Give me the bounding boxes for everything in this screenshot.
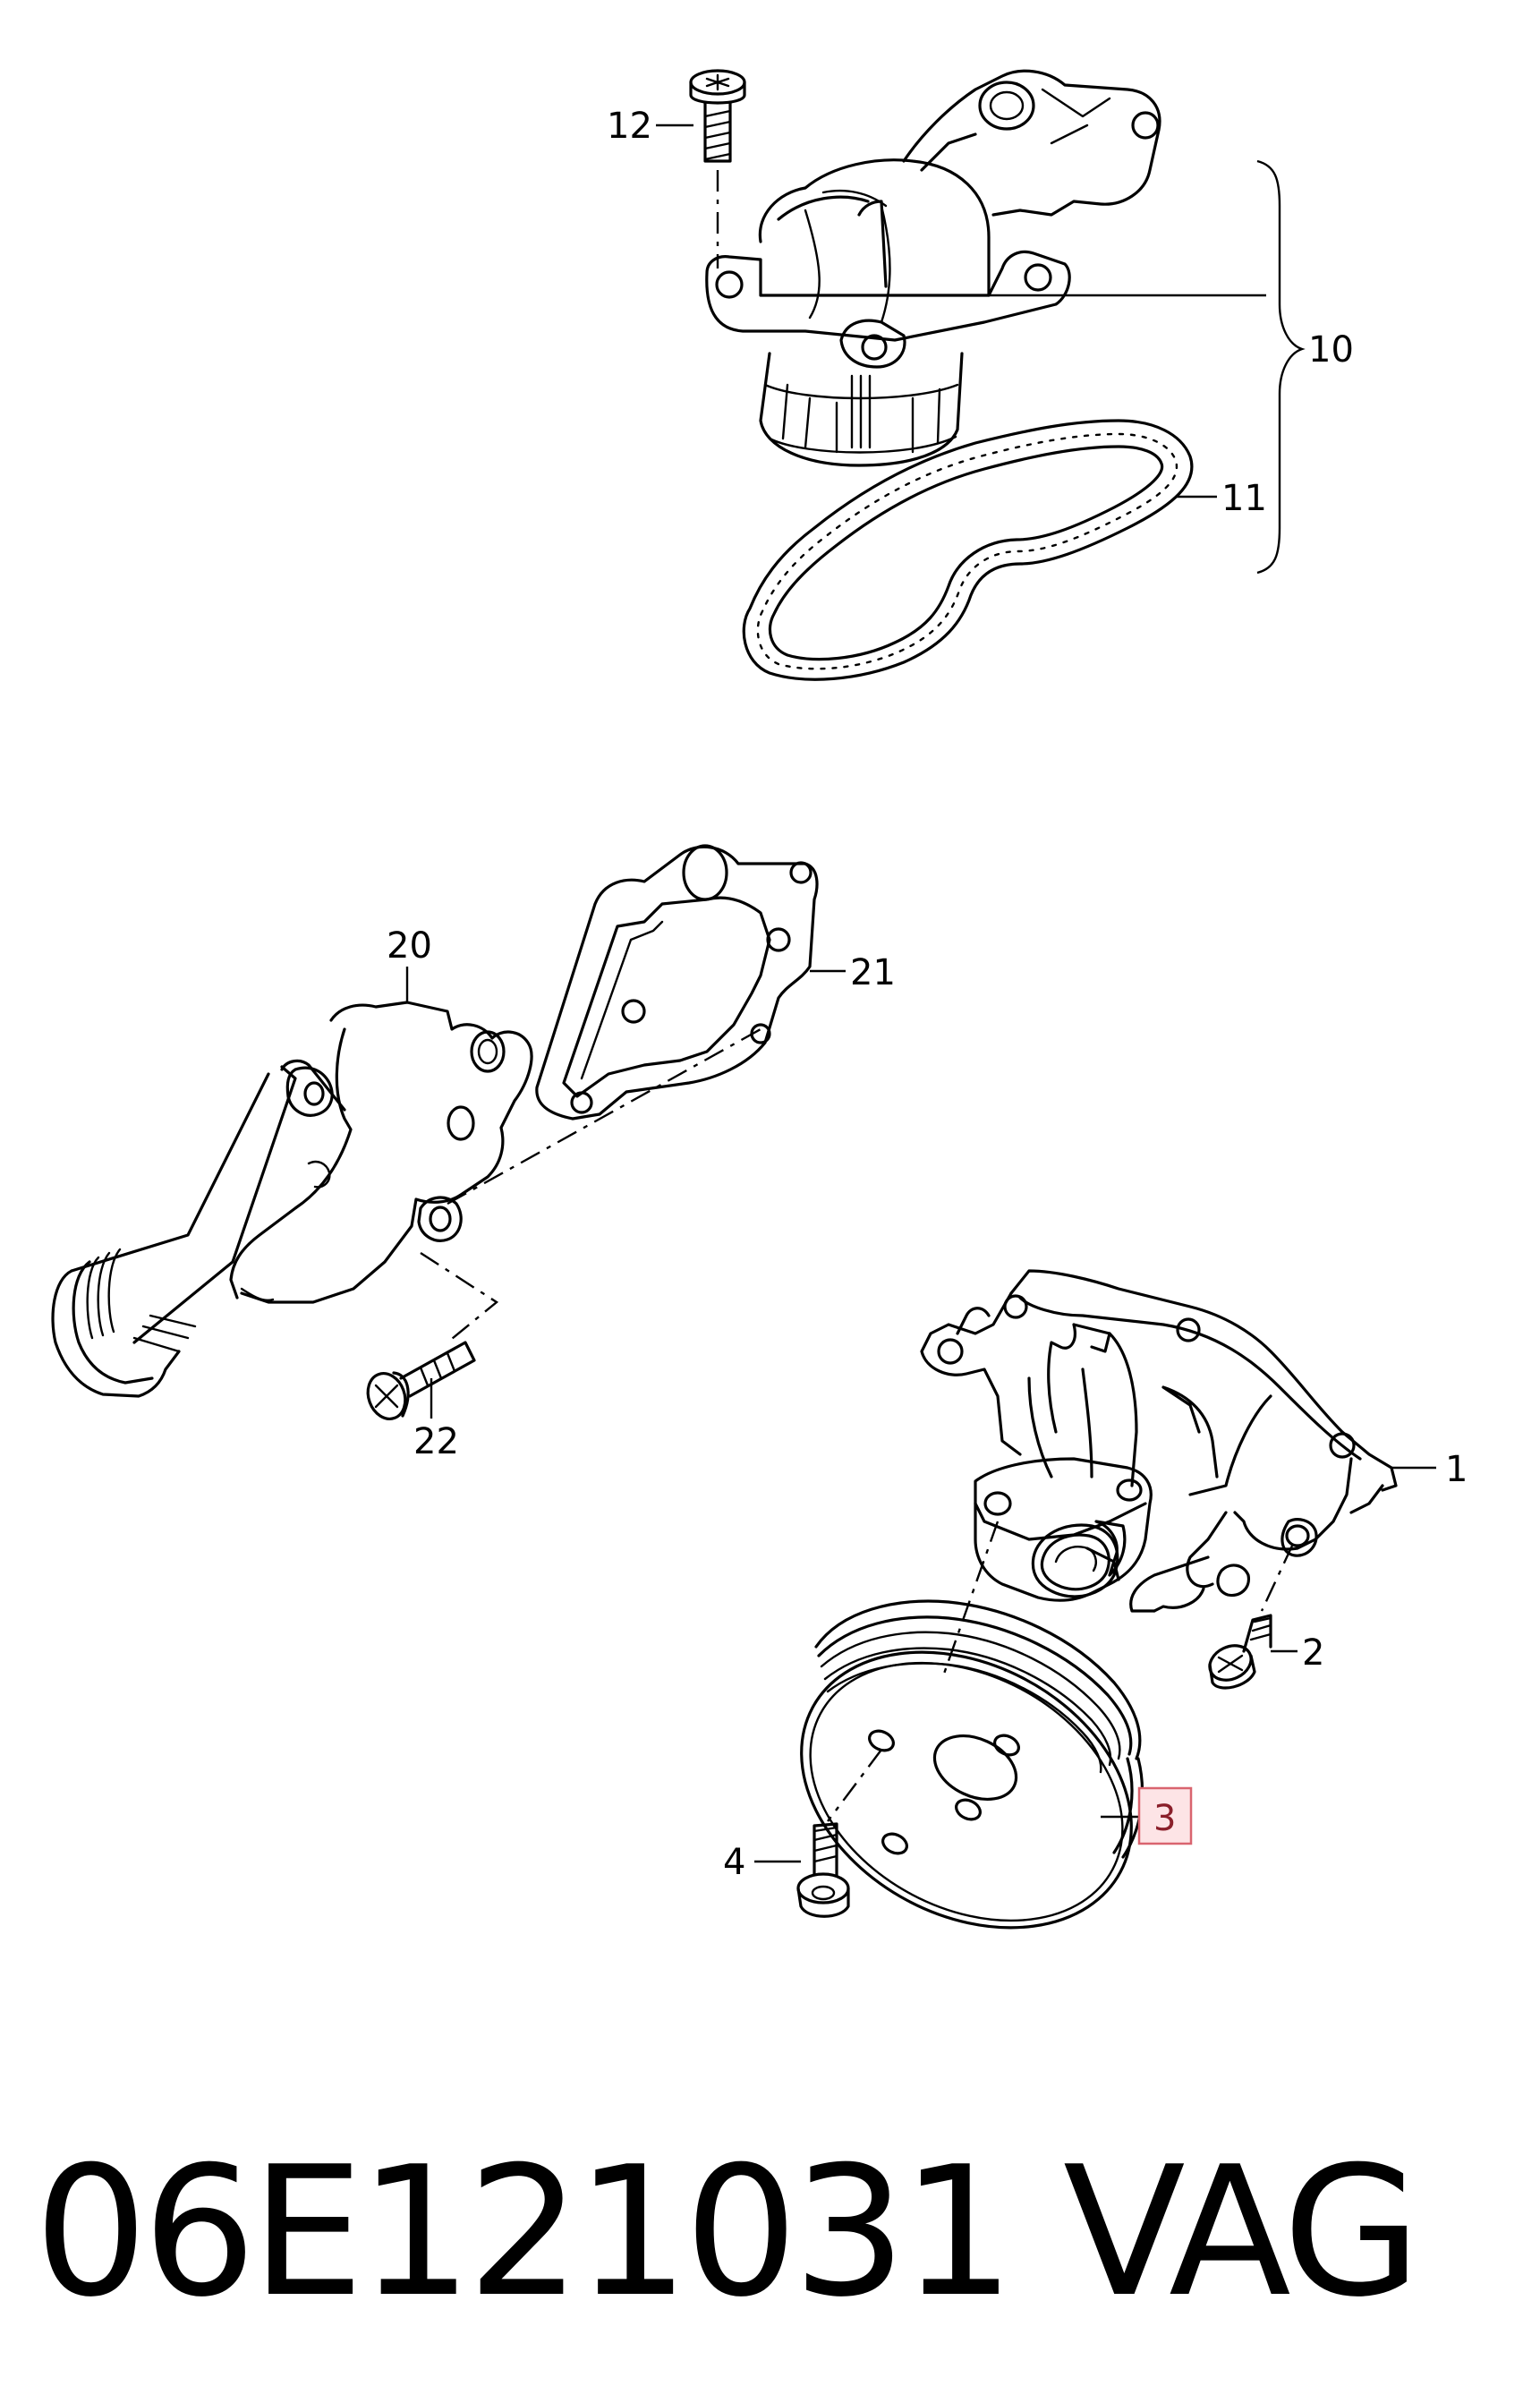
callout-4: 4: [723, 1842, 745, 1883]
assembly-axis-bolt-2: [1260, 1543, 1295, 1612]
bolt-12: [689, 69, 746, 268]
callout-2: 2: [1302, 1632, 1324, 1674]
callout-12: 12: [607, 106, 652, 147]
water-pump: [920, 1269, 1398, 1613]
footer: 06E121031 VAG: [34, 2103, 1519, 2363]
thermostat-seal: [742, 419, 1194, 681]
assembly-axis-screw: [420, 1251, 499, 1343]
assembly-axis-bolt-4: [827, 1749, 882, 1822]
coolant-pipe-connector: [51, 1001, 533, 1398]
callout-10: 10: [1308, 329, 1354, 371]
brand-name: VAG: [1063, 2128, 1421, 2337]
callout-11: 11: [1221, 478, 1267, 519]
callout-1: 1: [1445, 1449, 1468, 1490]
bracket-10: [1256, 159, 1306, 575]
callout-21: 21: [850, 952, 896, 993]
part-number: 06E121031: [34, 2128, 1015, 2337]
housing-gasket: [535, 844, 819, 1121]
bolt-2: [1208, 1614, 1272, 1690]
bolt-4: [796, 1822, 850, 1918]
screw-22: [366, 1341, 476, 1420]
callout-3-highlighted[interactable]: 3: [1153, 1798, 1176, 1839]
pulley: [800, 1599, 1144, 1930]
assembly-axis-gasket: [447, 1027, 761, 1206]
callout-22: 22: [413, 1421, 459, 1462]
assembly-axis-pulley: [942, 1521, 1000, 1674]
thermostat-housing: [705, 69, 1161, 467]
callout-20: 20: [387, 925, 432, 967]
highlight-box: [1137, 1786, 1193, 1845]
